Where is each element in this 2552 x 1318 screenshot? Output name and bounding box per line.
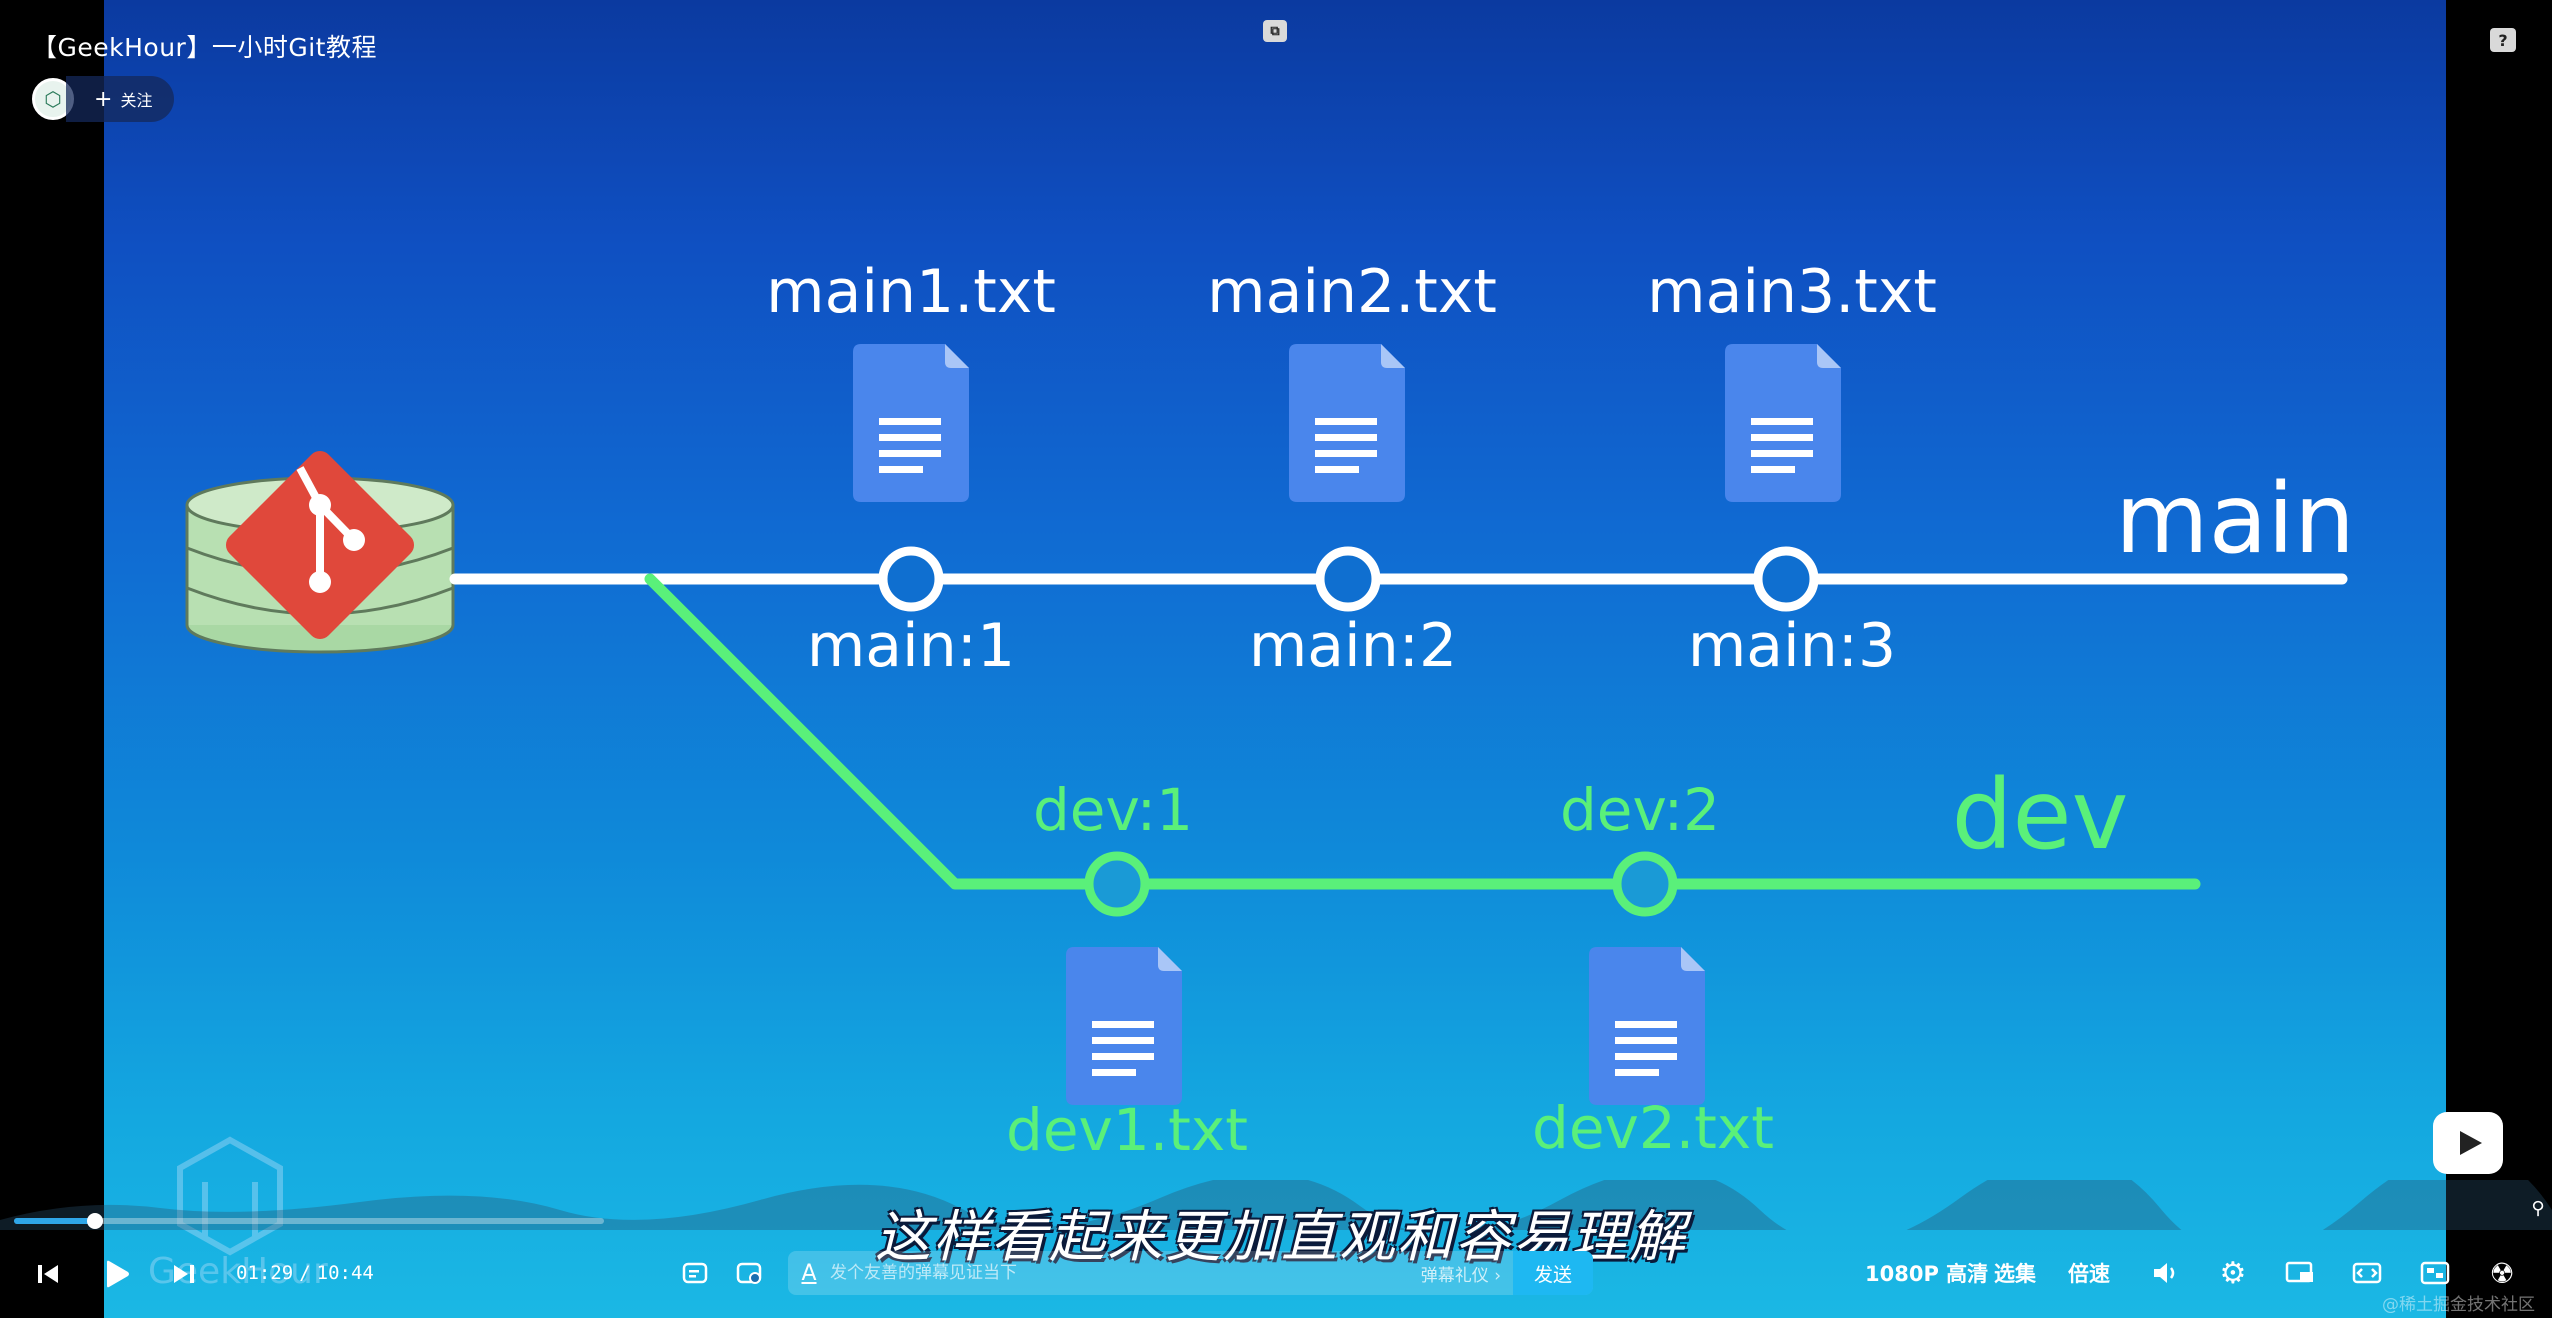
commit-node-main-1 — [878, 546, 944, 612]
danmaku-settings-icon[interactable] — [734, 1258, 766, 1290]
picture-in-picture-icon[interactable]: ⧉ — [1263, 20, 1287, 42]
bilibili-tv-icon[interactable] — [2433, 1112, 2503, 1174]
progress-fill — [14, 1218, 96, 1224]
follow-button[interactable]: + 关注 — [66, 76, 175, 122]
video-title[interactable]: 【GeekHour】一小时Git教程 — [32, 33, 377, 62]
time-separator: / — [299, 1262, 311, 1284]
commit-node-dev-2 — [1612, 851, 1678, 917]
danmaku-toggle-icon[interactable] — [680, 1258, 712, 1290]
time-display: 01:29 / 10:44 — [236, 1258, 374, 1288]
geekhour-logo: GeekHour — [148, 1136, 328, 1292]
skip-previous-icon[interactable] — [30, 1256, 66, 1292]
letterbox-left — [0, 0, 104, 1318]
corner-watermark: @稀土掘金技术社区 — [2382, 1295, 2535, 1315]
play-icon[interactable] — [96, 1254, 136, 1294]
danmaku-input[interactable] — [830, 1251, 1421, 1295]
quality-selector[interactable]: 1080P 高清 — [1865, 1262, 1989, 1286]
pip-icon[interactable] — [2283, 1256, 2317, 1290]
time-current: 01:29 — [236, 1262, 294, 1284]
file-label-main3: main3.txt — [1647, 257, 1937, 327]
commit-label-main-2: main:2 — [1249, 611, 1457, 681]
document-icon — [853, 344, 969, 502]
danmaku-bar: A 弹幕礼仪 › 发送 — [788, 1251, 1593, 1295]
commit-label-main-1: main:1 — [807, 611, 1015, 681]
help-icon[interactable]: ? — [2490, 28, 2516, 52]
commit-node-main-2 — [1315, 546, 1381, 612]
document-icon — [1066, 947, 1182, 1105]
web-fullscreen-icon[interactable] — [2418, 1256, 2452, 1290]
fullscreen-icon[interactable]: ☢ — [2489, 1256, 2515, 1290]
episodes-button[interactable]: 选集 — [1994, 1262, 2036, 1286]
widescreen-icon[interactable] — [2350, 1256, 2384, 1290]
speed-button[interactable]: 倍速 — [2068, 1262, 2110, 1286]
branch-label-dev: dev — [1952, 759, 2129, 871]
git-repository-icon — [185, 450, 455, 654]
commit-label-main-3: main:3 — [1688, 611, 1896, 681]
file-label-main1: main1.txt — [766, 257, 1056, 327]
skip-next-icon[interactable] — [166, 1256, 202, 1292]
document-icon — [1725, 344, 1841, 502]
video-frame[interactable] — [104, 0, 2446, 1318]
gear-icon[interactable]: ⚙ — [2219, 1255, 2247, 1291]
document-icon — [1289, 344, 1405, 502]
time-total: 10:44 — [316, 1262, 374, 1284]
danmaku-etiquette-link[interactable]: 弹幕礼仪 › — [1420, 1265, 1501, 1286]
pin-icon[interactable]: ⚲ — [2531, 1197, 2545, 1219]
dev-branch-line — [644, 573, 2201, 890]
plus-icon: + — [94, 86, 113, 112]
branch-label-main: main — [2115, 463, 2355, 575]
file-label-dev2: dev2.txt — [1532, 1094, 1774, 1162]
document-icon — [1589, 947, 1705, 1105]
file-label-dev1: dev1.txt — [1006, 1096, 1248, 1164]
file-label-main2: main2.txt — [1207, 257, 1497, 327]
commit-node-dev-1 — [1084, 851, 1150, 917]
letterbox-right — [2446, 0, 2552, 1318]
bottom-wave-decoration — [0, 1180, 2552, 1230]
follow-label: 关注 — [120, 91, 153, 110]
commit-label-dev-2: dev:2 — [1560, 776, 1720, 844]
progress-thumb[interactable] — [87, 1213, 104, 1229]
send-button[interactable]: 发送 — [1513, 1251, 1593, 1295]
volume-icon[interactable] — [2148, 1256, 2182, 1290]
uploader-bar: ⬡ + 关注 — [32, 76, 175, 122]
commit-label-dev-1: dev:1 — [1033, 776, 1193, 844]
danmaku-style-icon[interactable]: A — [801, 1260, 817, 1286]
progress-bar[interactable] — [14, 1213, 604, 1229]
commit-node-main-3 — [1753, 546, 1819, 612]
